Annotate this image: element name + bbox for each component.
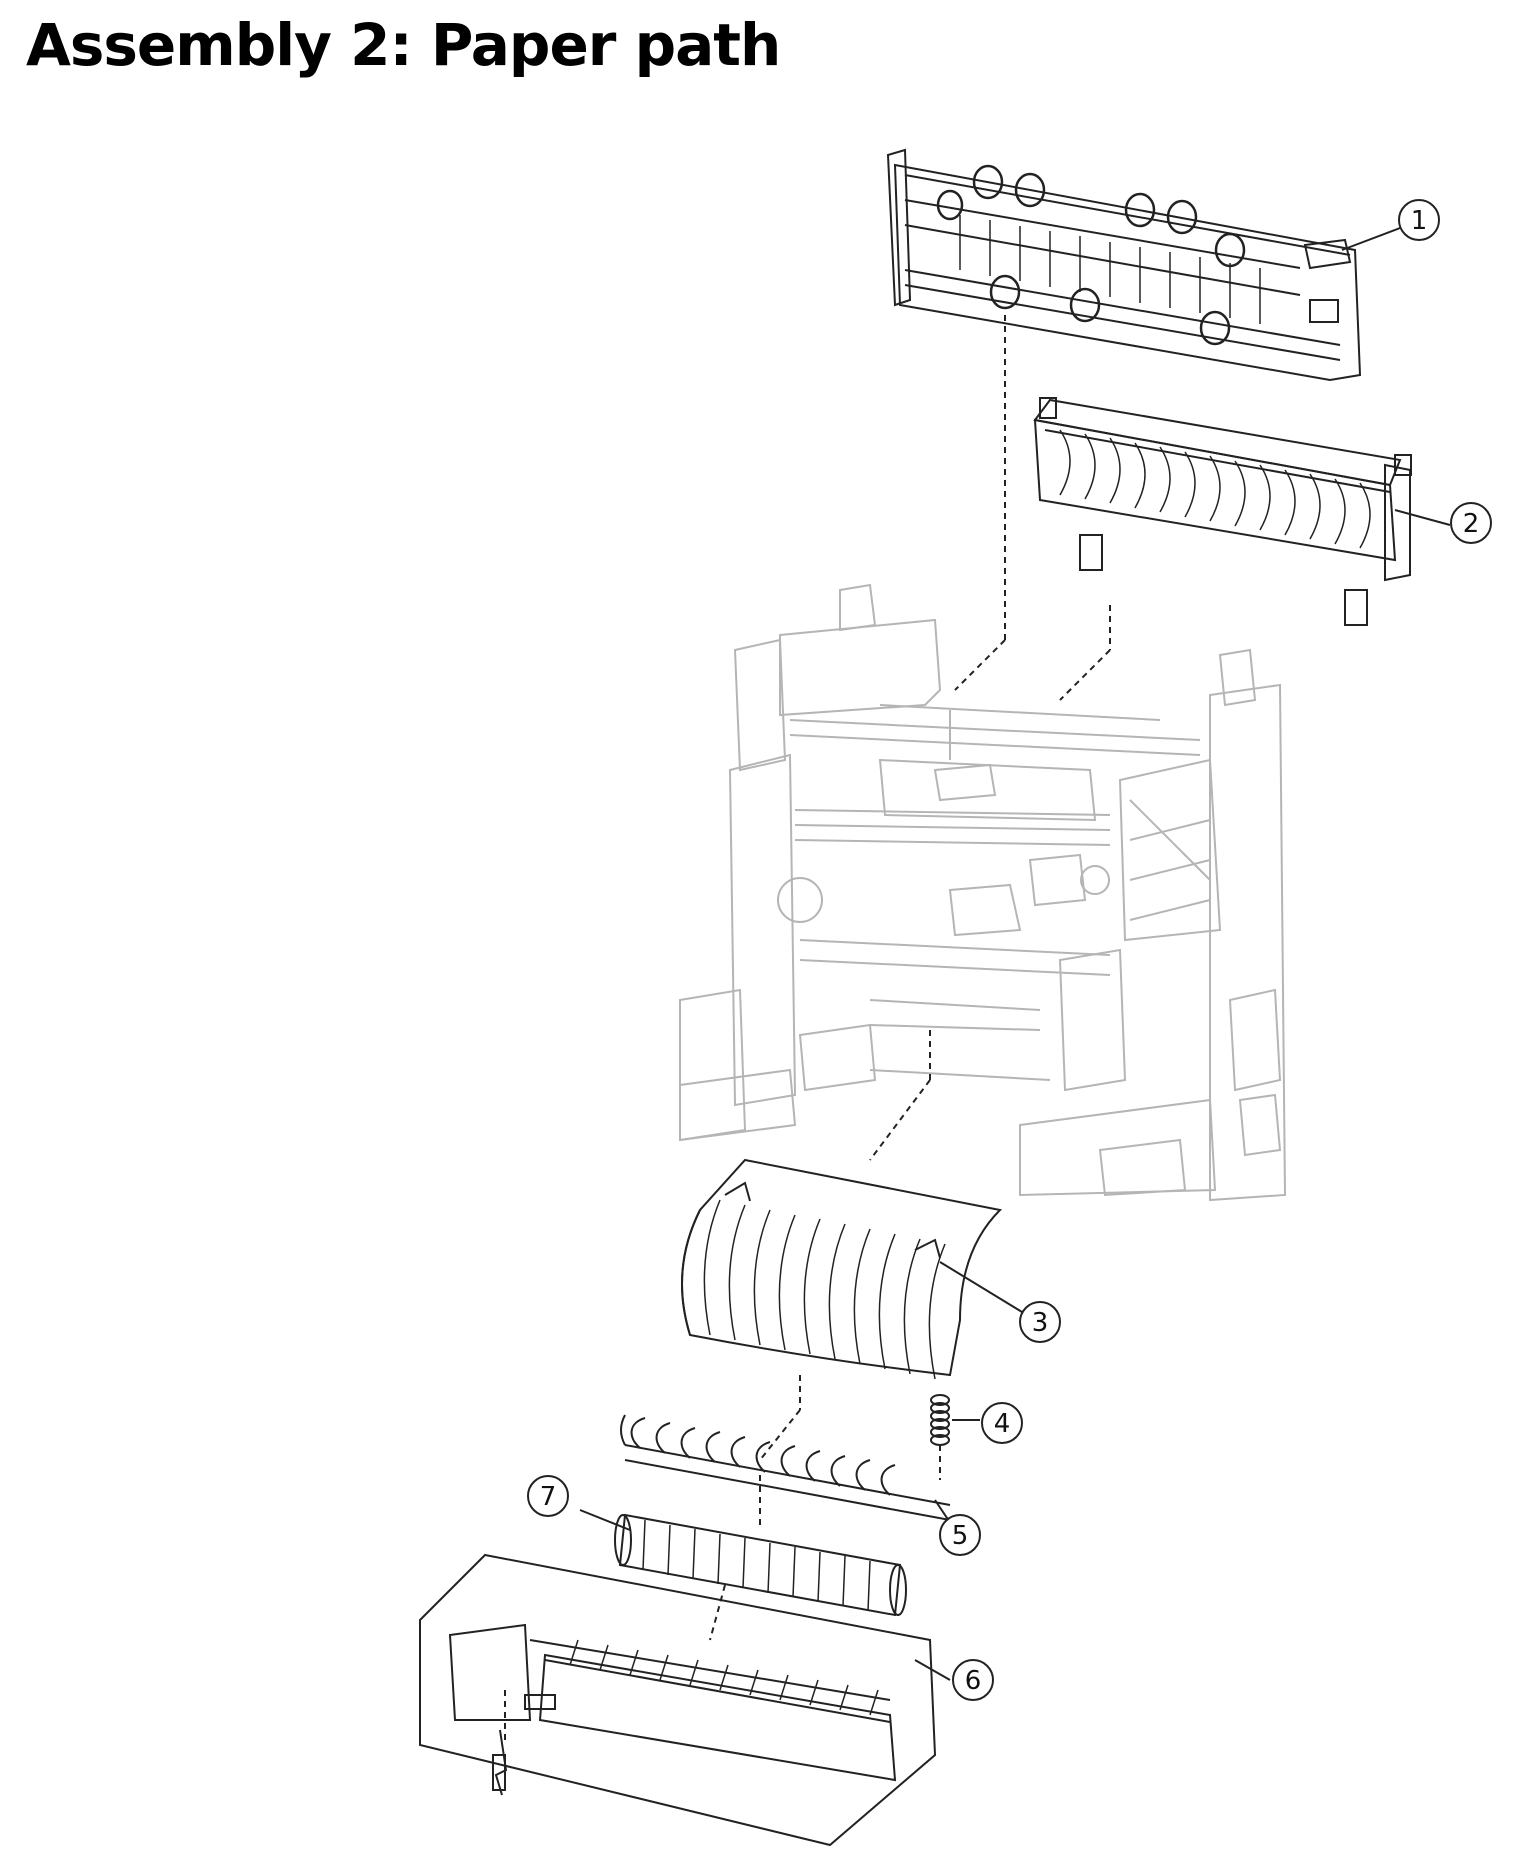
part-7-lower-roller: [614, 1513, 907, 1617]
part-3-paper-guide: [681, 1158, 1003, 1380]
part-1-upper-roller-assembly: [886, 148, 1362, 382]
callout-2-label: 2: [1463, 509, 1480, 539]
callout-2: 2: [1450, 502, 1492, 544]
printer-frame: [679, 583, 1287, 1202]
callout-leaders: [579, 227, 1451, 1681]
callout-6: 6: [952, 1659, 994, 1701]
callout-7: 7: [527, 1475, 569, 1517]
callout-3-label: 3: [1032, 1308, 1049, 1338]
part-2-guide-assembly: [1033, 397, 1412, 626]
callout-3: 3: [1019, 1301, 1061, 1343]
callout-1-label: 1: [1411, 206, 1428, 236]
part-4-spring: [930, 1394, 950, 1446]
callout-5: 5: [939, 1514, 981, 1556]
part-5-roller-shaft: [620, 1414, 951, 1521]
callout-7-label: 7: [540, 1482, 557, 1512]
callout-4: 4: [981, 1402, 1023, 1444]
assembly-lines: [504, 315, 1111, 1740]
callout-5-label: 5: [952, 1521, 969, 1551]
page-title: Assembly 2: Paper path: [26, 11, 781, 79]
callout-4-label: 4: [994, 1409, 1011, 1439]
callout-6-label: 6: [965, 1666, 982, 1696]
part-6-lower-guide-assembly: [419, 1553, 937, 1847]
callout-1: 1: [1398, 199, 1440, 241]
